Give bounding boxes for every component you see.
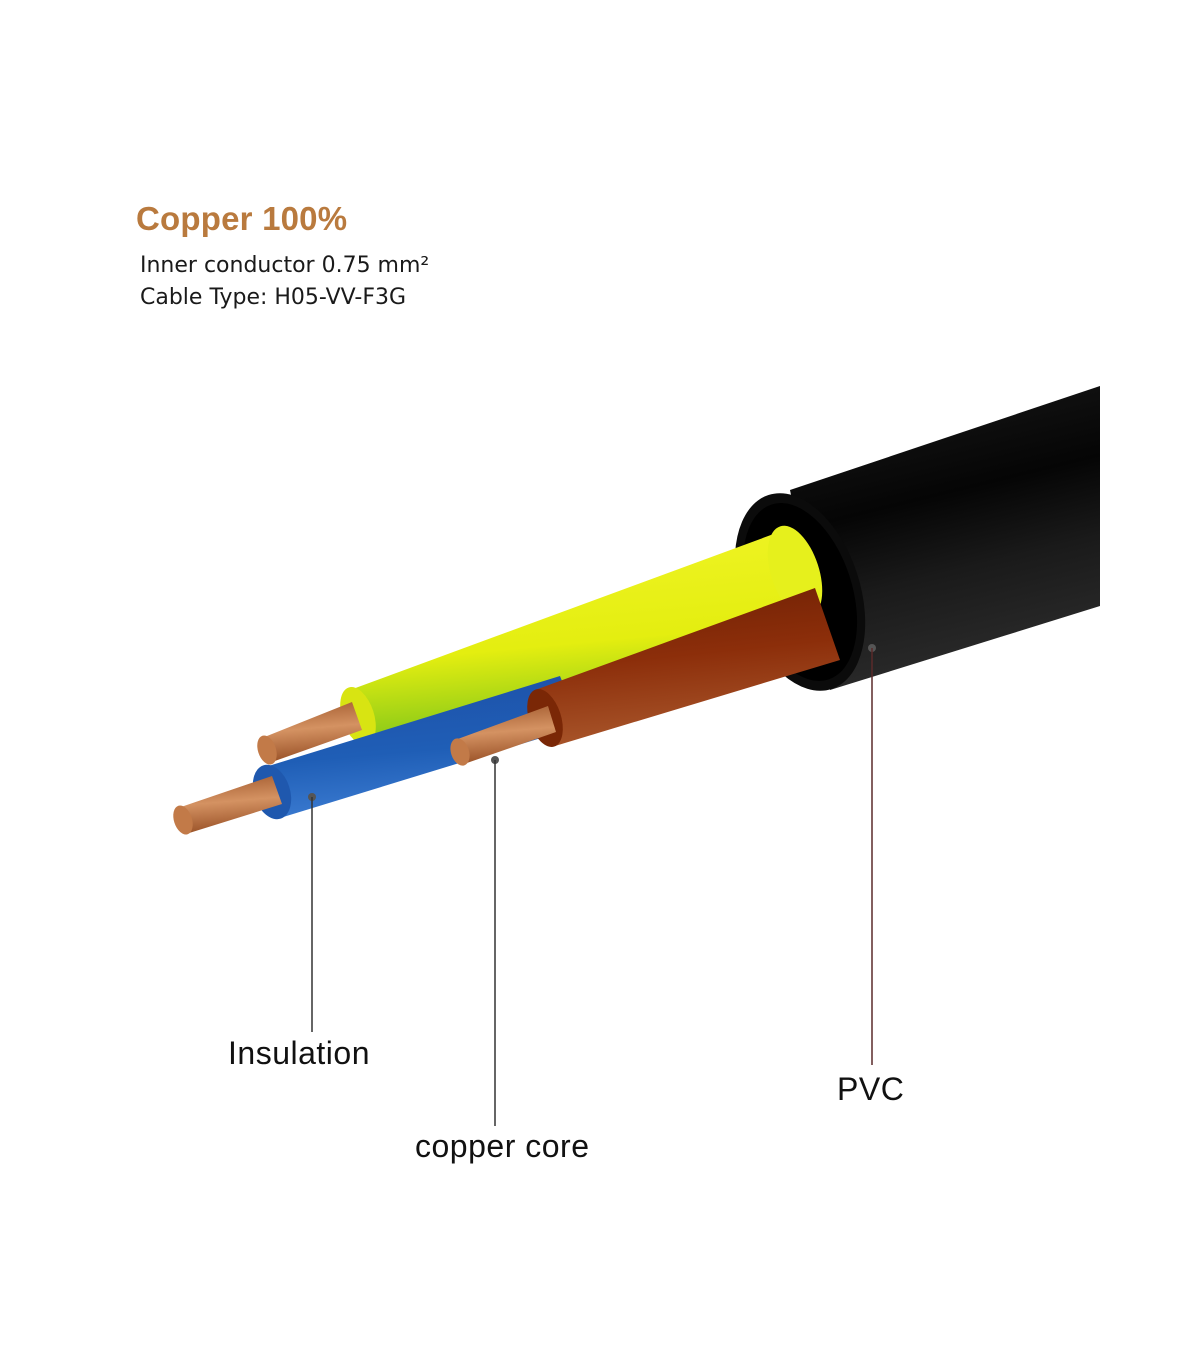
title: Copper 100% [136, 200, 348, 237]
spec-cable-type: Cable Type: H05-VV-F3G [140, 285, 407, 310]
callout-insulation: Insulation [228, 1035, 370, 1071]
callout-copper-core: copper core [415, 1128, 590, 1164]
leader-pvc [868, 644, 876, 1065]
spec-inner-conductor: Inner conductor 0.75 mm² [140, 253, 430, 278]
leader-insulation [308, 793, 316, 1032]
wire-blue [173, 676, 580, 835]
callout-pvc: PVC [837, 1071, 905, 1107]
wire-brown [450, 588, 840, 766]
leader-copper-core [491, 756, 499, 1126]
